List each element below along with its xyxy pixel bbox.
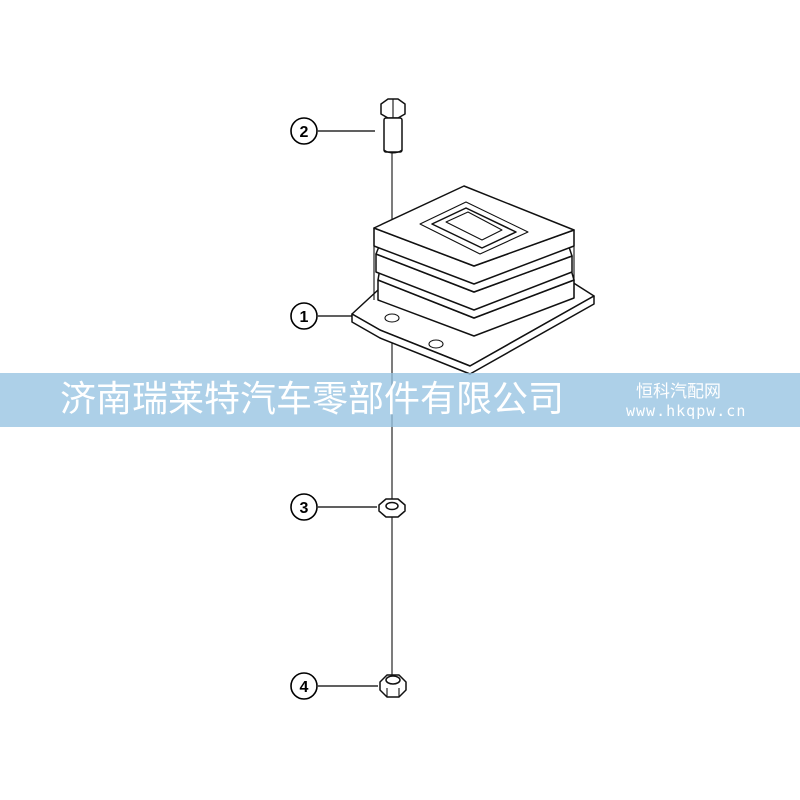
part-4-hex-nut <box>379 674 407 698</box>
callout-3-label: 3 <box>300 500 309 517</box>
watermark-site-name: 恒科汽配网 <box>636 382 721 402</box>
watermark-company-name: 济南瑞莱特汽车零部件有限公司 <box>60 379 565 420</box>
callout-4: 4 <box>290 672 378 700</box>
watermark-site-url: www.hkqpw.cn <box>626 402 747 420</box>
callout-1-label: 1 <box>300 309 309 326</box>
part-2-hex-bolt <box>380 98 406 154</box>
callout-1: 1 <box>290 302 352 330</box>
part-1-rubber-mount <box>351 185 595 375</box>
watermark-band <box>0 373 800 427</box>
callout-2: 2 <box>290 117 375 145</box>
part-3-washer-nut <box>378 498 406 518</box>
callout-4-label: 4 <box>300 679 309 696</box>
callout-3: 3 <box>290 493 377 521</box>
callout-2-label: 2 <box>300 124 309 141</box>
